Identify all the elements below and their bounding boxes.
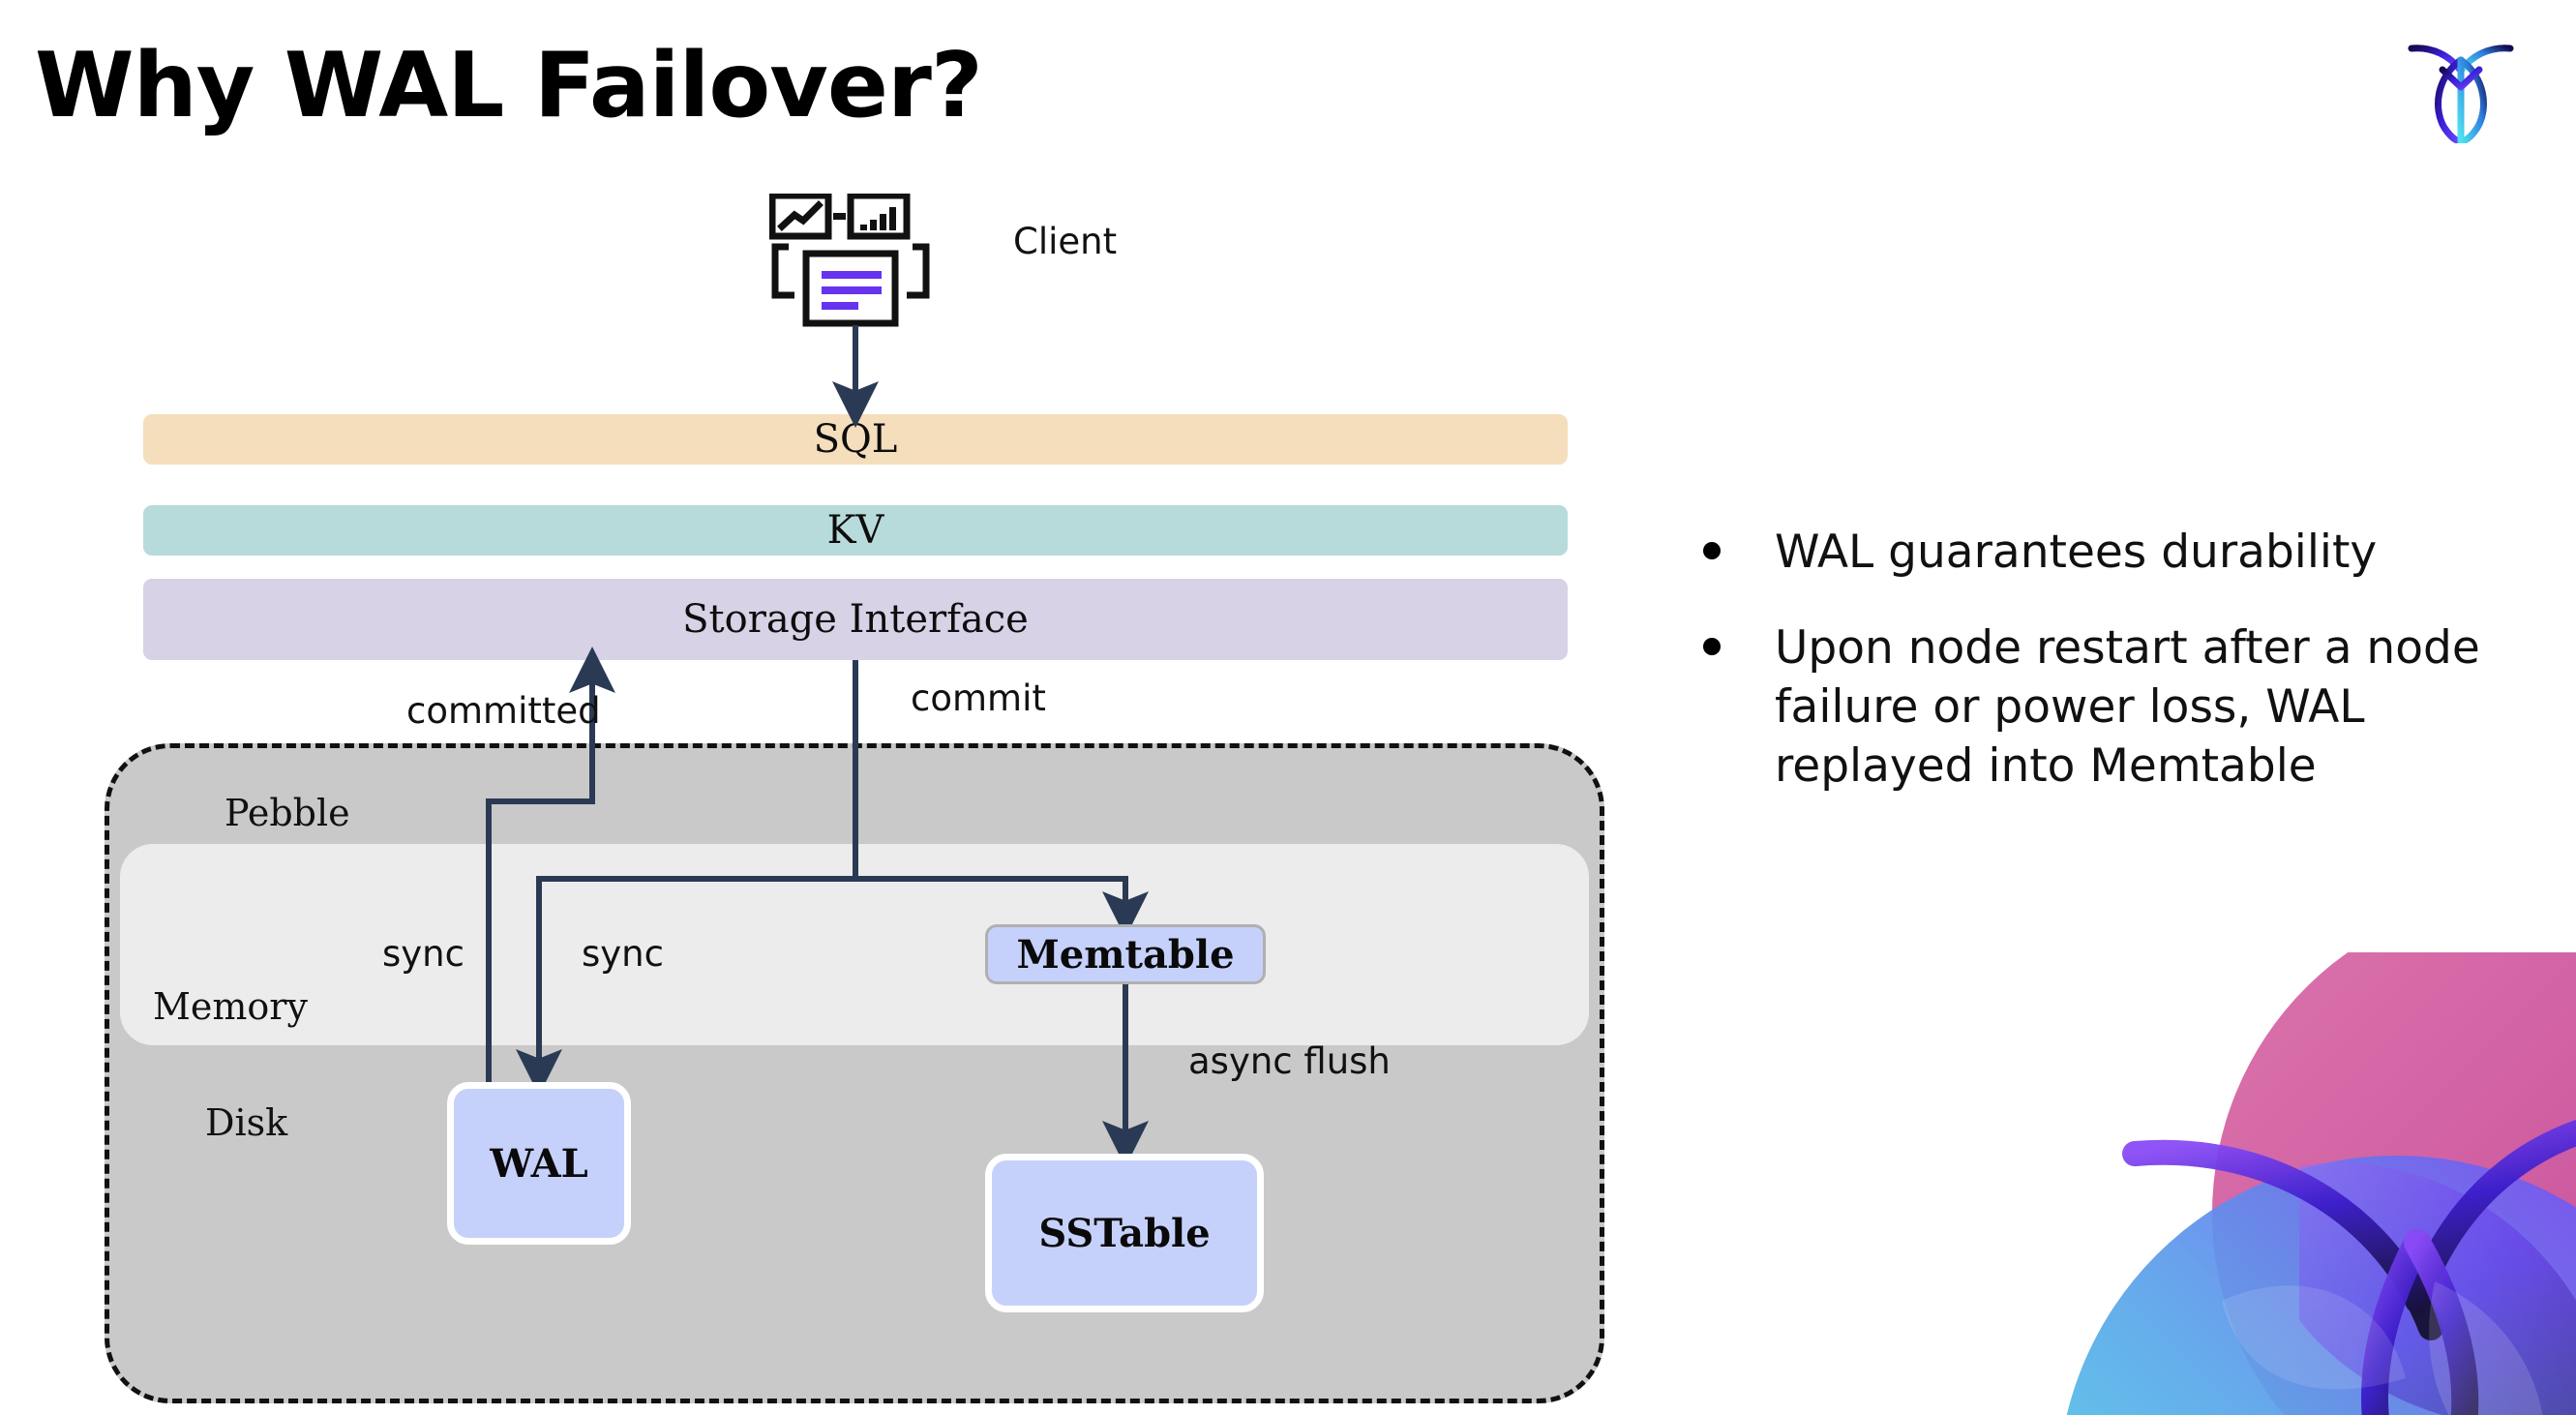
sstable-label: SSTable <box>1038 1210 1211 1256</box>
memtable-label: Memtable <box>1016 931 1235 978</box>
layer-label-storage-interface: Storage Interface <box>682 597 1029 642</box>
cockroach-logo-icon <box>2404 27 2518 145</box>
pebble-label: Pebble <box>225 792 350 834</box>
bullet-text: Upon node restart after a node failure o… <box>1775 621 2480 794</box>
list-item: WAL guarantees durability <box>1703 523 2506 582</box>
page-title: Why WAL Failover? <box>35 33 983 137</box>
memtable-box: Memtable <box>985 924 1266 984</box>
edge-label-commit: commit <box>911 677 1046 719</box>
client-label: Client <box>1013 221 1118 262</box>
edge-label-committed: committed <box>406 690 601 732</box>
edge-label-sync-write: sync <box>582 933 664 975</box>
layer-label-sql: SQL <box>813 417 898 462</box>
memory-label: Memory <box>153 985 308 1028</box>
memory-region <box>120 844 1589 1045</box>
cockroach-decorative-mark-icon <box>1980 952 2576 1415</box>
layer-bar-kv: KV <box>143 505 1568 556</box>
disk-label: Disk <box>205 1101 288 1144</box>
edge-label-sync-committed: sync <box>382 933 464 975</box>
layer-bar-sql: SQL <box>143 414 1568 465</box>
layer-label-kv: KV <box>826 508 884 553</box>
wal-box: WAL <box>447 1082 631 1245</box>
wal-label: WAL <box>490 1140 588 1187</box>
sstable-box: SSTable <box>985 1154 1264 1312</box>
edge-label-async-flush: async flush <box>1188 1040 1391 1082</box>
bullet-text: WAL guarantees durability <box>1775 526 2378 579</box>
list-item: Upon node restart after a node failure o… <box>1703 618 2506 796</box>
bullet-dot-icon <box>1703 542 1721 559</box>
client-dashboard-icon <box>768 192 932 329</box>
bullet-list: WAL guarantees durability Upon node rest… <box>1703 523 2506 832</box>
bullet-dot-icon <box>1703 638 1721 656</box>
layer-bar-storage-interface: Storage Interface <box>143 579 1568 660</box>
